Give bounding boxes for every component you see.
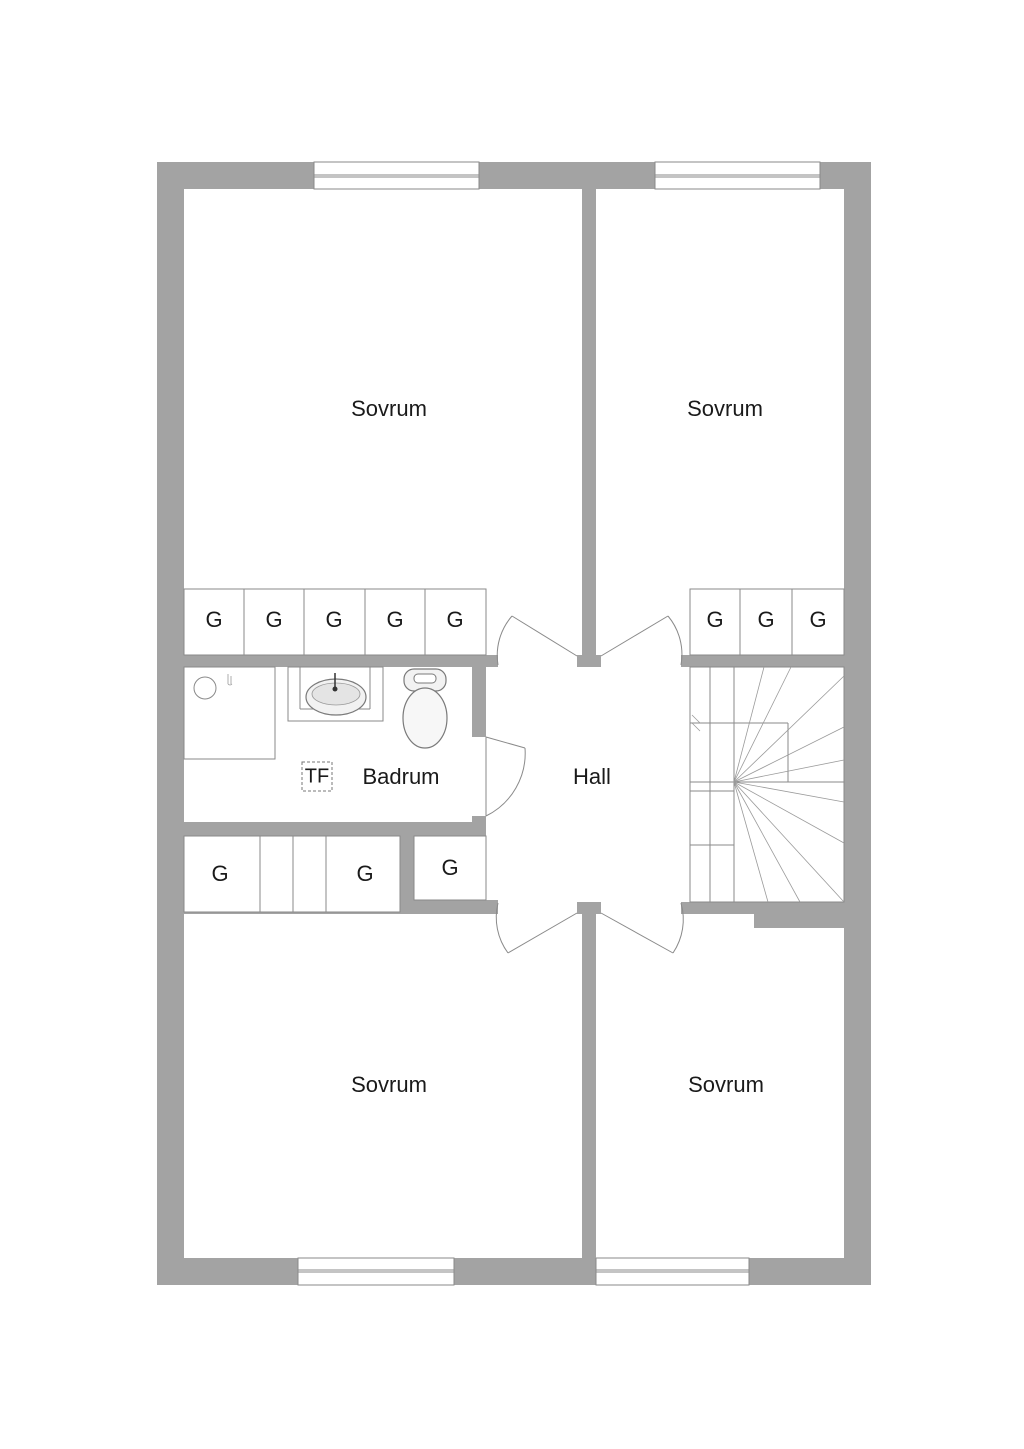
wardrobe-label: G — [265, 607, 282, 632]
door-swing-icon — [485, 736, 526, 817]
door-swing-icon — [496, 615, 578, 666]
wardrobe-label: G — [809, 607, 826, 632]
door-swing-icon — [600, 902, 684, 954]
wardrobe-label: G — [386, 607, 403, 632]
wardrobe-label: G — [757, 607, 774, 632]
wardrobe-label: G — [356, 861, 373, 886]
wardrobe-label: G — [441, 855, 458, 880]
door-swing-icon — [495, 902, 578, 954]
wardrobe-row-top-right: G G G — [689, 588, 845, 656]
room-label-bedroom: Sovrum — [351, 396, 427, 421]
room-label-hall: Hall — [573, 764, 611, 789]
staircase-icon — [689, 666, 845, 903]
interior-walls — [184, 189, 844, 1258]
sink-icon — [287, 666, 384, 722]
door-swing-icon — [600, 615, 683, 666]
wardrobe-row-bottom-left: G G — [183, 835, 401, 913]
wardrobe-label: G — [205, 607, 222, 632]
window-icon — [595, 1257, 750, 1286]
window-icon — [313, 161, 480, 190]
room-label-bathroom: Badrum — [362, 764, 439, 789]
room-label-bedroom: Sovrum — [351, 1072, 427, 1097]
wardrobe-row-top-left: G G G G G — [183, 588, 487, 656]
floor-drain-label: TF — [305, 765, 329, 787]
room-label-bedroom: Sovrum — [688, 1072, 764, 1097]
window-icon — [297, 1257, 455, 1286]
window-icon — [654, 161, 821, 190]
floor-drain-icon: TF — [301, 761, 333, 792]
wardrobe-label: G — [446, 607, 463, 632]
wardrobe-label: G — [325, 607, 342, 632]
toilet-icon — [402, 668, 448, 749]
closet: G — [413, 835, 487, 901]
wardrobe-label: G — [211, 861, 228, 886]
wardrobe-label: G — [706, 607, 723, 632]
room-label-bedroom: Sovrum — [687, 396, 763, 421]
shower-icon — [183, 666, 276, 760]
